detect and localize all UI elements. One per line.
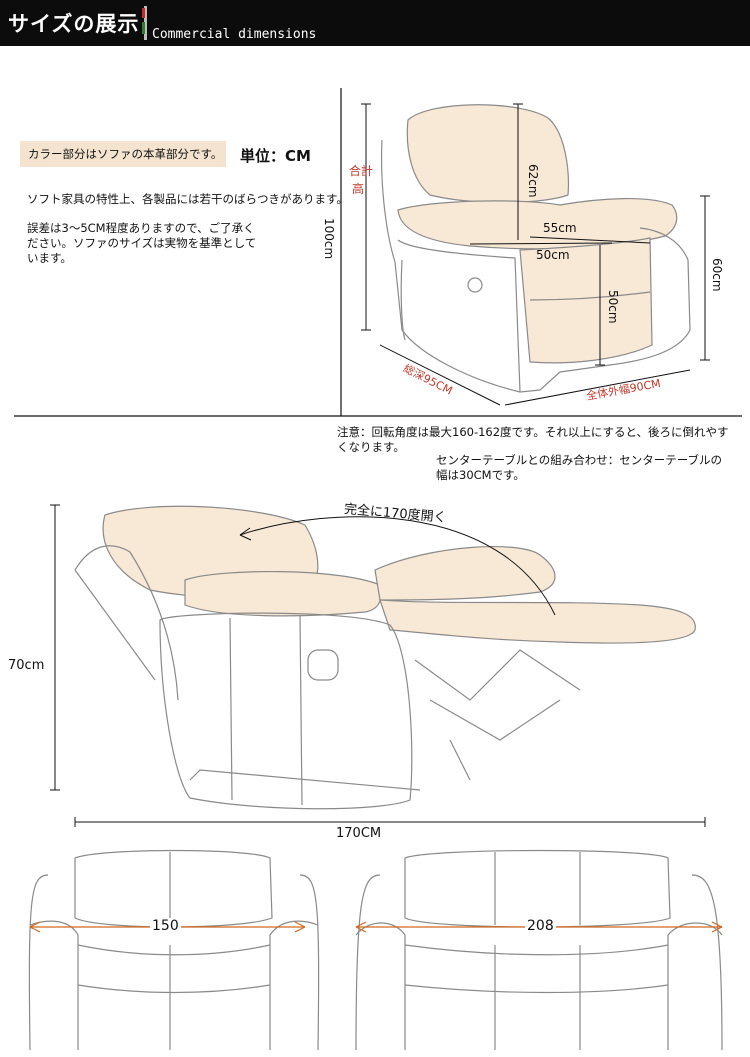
recliner-reclined-illustration [74,505,696,810]
reclined-length-value: 170CM [336,826,382,841]
backrest-height-value: 62cm [526,164,540,198]
dimension-lines-front [361,103,710,406]
total-height-label-1: 合計 [349,164,374,178]
seat-depth-value: 55cm [543,221,577,235]
header-divider [144,6,147,40]
arc-arrowhead [239,527,252,541]
header-accent-green [142,22,145,34]
three-seat-sofa-illustration [355,849,723,1051]
rotation-attention-note: 注意：回転角度は最大160-162度です。それ以上にすると、後ろに倒れやすくなり… [337,425,729,454]
open-angle-arc [239,516,556,616]
header-accent-red [142,8,145,18]
two-seat-width-value: 150 [150,918,181,934]
reclined-height-value: 70cm [8,658,45,673]
feature-note: ソフト家具の特性上、各製品には若干のばらつきがあります。 [27,192,348,206]
color-part-note: カラー部分はソファの本革部分です。 [20,141,226,167]
recliner-front-illustration [380,104,691,393]
total-height-label-2: 高 [352,182,365,196]
three-seat-width-value: 208 [525,918,556,934]
error-note: 誤差は3～5CM程度ありますので、ご了承ください。ソファのサイズは実物を基準とし… [27,221,257,265]
two-seat-sofa-illustration [28,849,320,1051]
arm-height-value: 60cm [710,258,724,292]
center-table-note: センターテーブルとの組み合わせ：センターテーブルの幅は30CMです。 [436,453,723,482]
unit-label: 単位：CM [240,147,311,165]
seat-height-value: 50cm [606,290,620,324]
page-subtitle: Commercial dimensions [152,27,317,42]
header-bar [0,0,750,46]
dimension-lines-reclined [50,504,706,827]
seat-width-value: 50cm [536,248,570,262]
total-height-value: 100cm [322,218,336,260]
page-title: サイズの展示 [8,12,140,36]
